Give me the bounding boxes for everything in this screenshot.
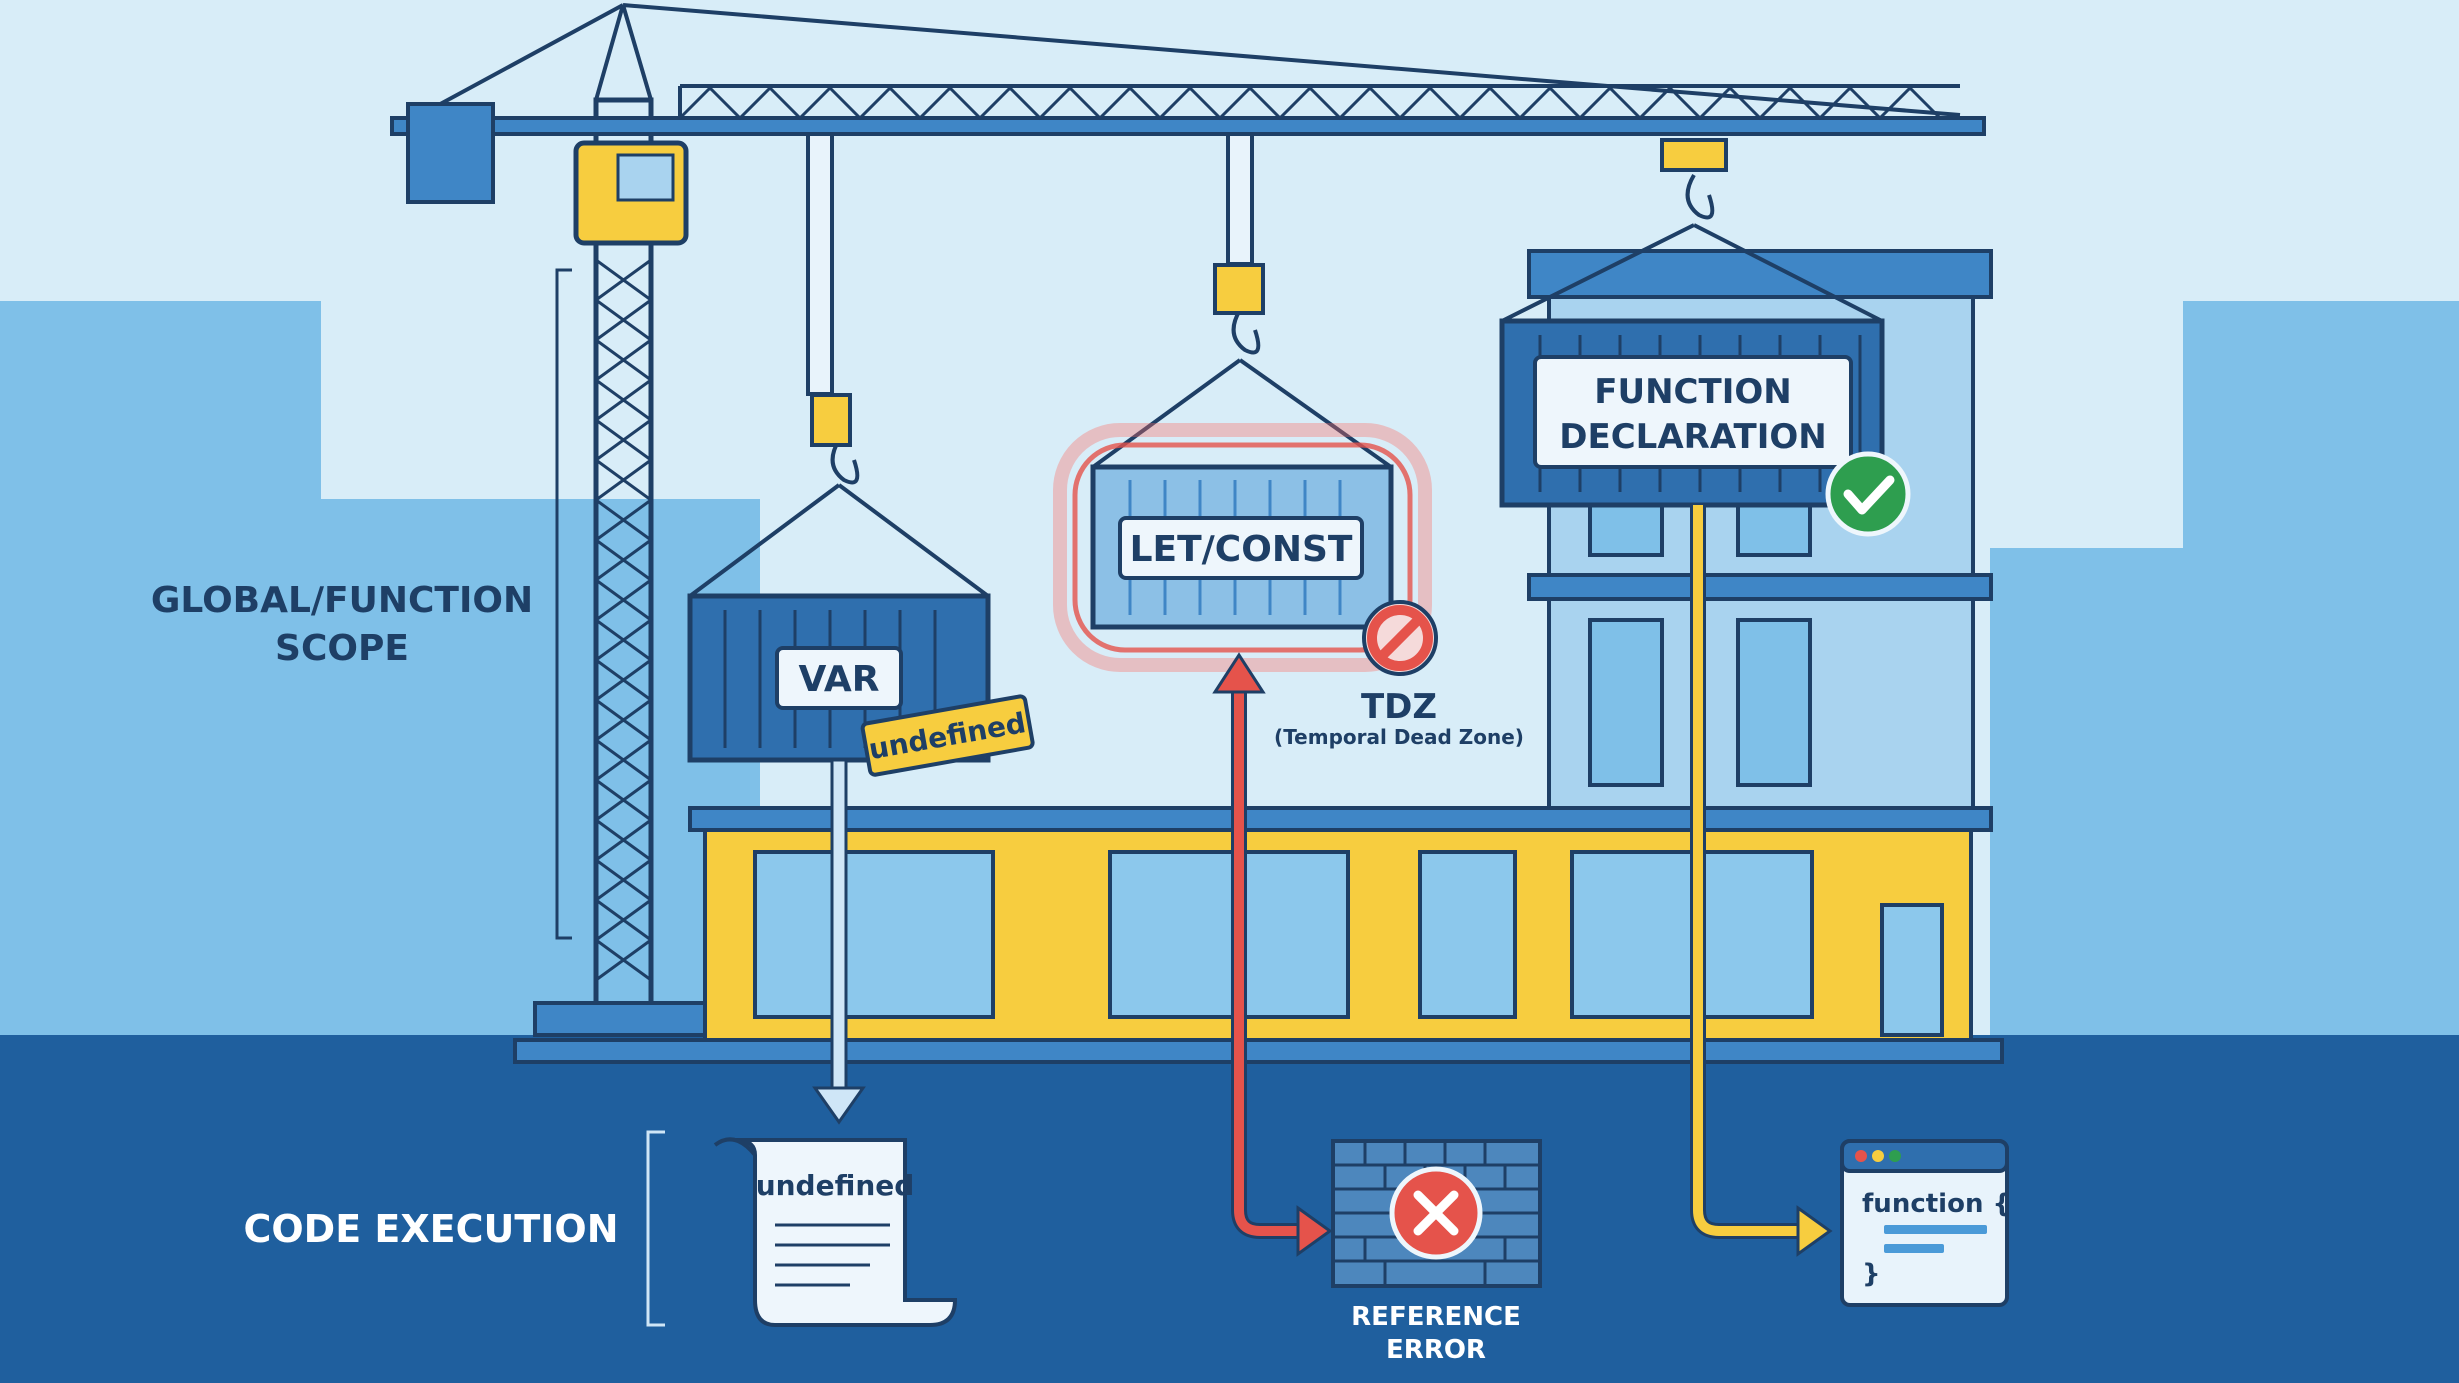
- tdz-title: TDZ: [1361, 687, 1437, 727]
- scope-label-line2: SCOPE: [275, 628, 409, 669]
- hook-block-let: [1213, 263, 1265, 315]
- hook-block-function: [1660, 138, 1728, 172]
- lower-building: [513, 806, 2004, 1064]
- function-code-line1: function {: [1862, 1189, 2011, 1219]
- hook-block-var: [810, 393, 852, 447]
- function-label-line1: FUNCTION: [1594, 372, 1791, 412]
- function-code-line2: }: [1862, 1259, 1881, 1289]
- var-label: VAR: [799, 659, 880, 700]
- code-execution-label: CODE EXECUTION: [243, 1207, 618, 1251]
- let-const-container: LET/CONST: [1053, 423, 1432, 672]
- tdz-subtitle: (Temporal Dead Zone): [1274, 725, 1524, 749]
- crane: [390, 3, 1986, 1037]
- var-result-text: undefined: [756, 1169, 915, 1202]
- var-arrow: [812, 758, 866, 1125]
- counterweight: [406, 102, 495, 204]
- execution-bracket: [646, 1130, 665, 1327]
- let-error-arrow: [1212, 652, 1333, 1257]
- ground: [0, 1035, 2459, 1383]
- function-code-window: function { }: [1840, 1139, 2011, 1307]
- reference-error-line1: REFERENCE: [1351, 1302, 1521, 1332]
- function-label-line2: DECLARATION: [1559, 417, 1826, 457]
- scope-bracket: [555, 268, 572, 940]
- check-icon: [1825, 451, 1911, 537]
- var-container: VAR undefined: [687, 593, 1035, 777]
- function-arrow: [1690, 505, 1833, 1257]
- background-block-right: [1990, 301, 2459, 1040]
- function-container: FUNCTION DECLARATION: [1499, 318, 1885, 508]
- no-entry-icon: [1362, 600, 1438, 676]
- undefined-scroll: undefined: [713, 1137, 958, 1327]
- let-const-label: LET/CONST: [1130, 529, 1353, 570]
- error-x-icon: [1389, 1166, 1483, 1260]
- reference-error-line2: ERROR: [1386, 1335, 1486, 1365]
- hooks: [688, 132, 1883, 598]
- door: [1880, 903, 1944, 1037]
- background-block-left: [0, 301, 760, 1040]
- scope-label-line1: GLOBAL/FUNCTION: [151, 580, 533, 621]
